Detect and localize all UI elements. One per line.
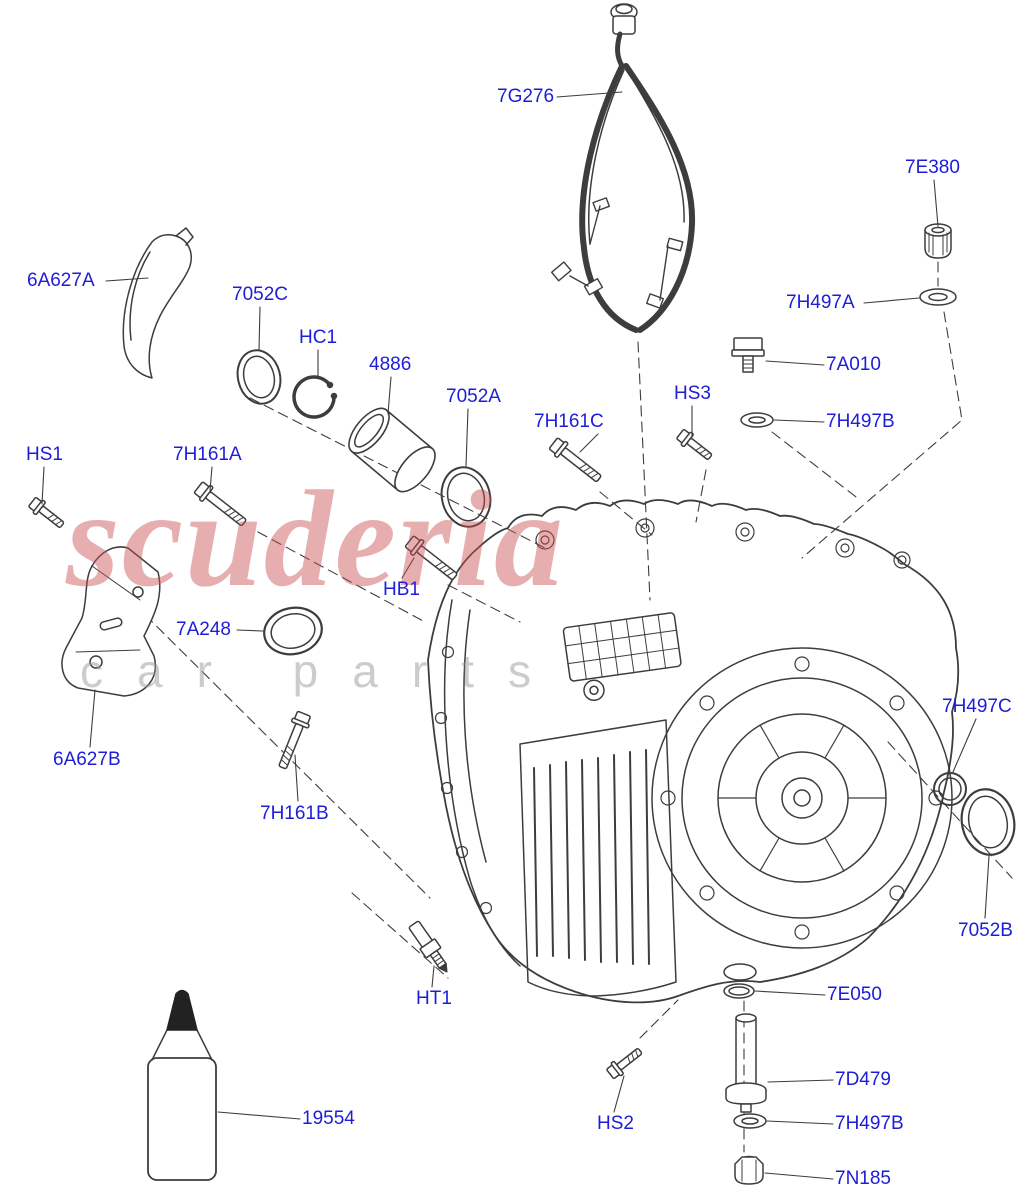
part-label-7n185[interactable]: 7N185 <box>835 1168 891 1189</box>
drawing-hb1 <box>403 533 462 585</box>
part-label-7h497a[interactable]: 7H497A <box>786 292 855 313</box>
part-label-4886[interactable]: 4886 <box>369 354 412 375</box>
drawing-7h161a <box>192 479 251 531</box>
drawing-7h497b-top <box>740 412 774 428</box>
drawing-7e380 <box>924 223 952 259</box>
part-label-7052c[interactable]: 7052C <box>232 284 288 305</box>
part-label-hc1[interactable]: HC1 <box>299 327 338 348</box>
part-label-7d479[interactable]: 7D479 <box>835 1069 891 1090</box>
drawing-hs1 <box>26 494 68 533</box>
drawing-7052a <box>440 466 492 528</box>
part-label-6a627a[interactable]: 6A627A <box>27 270 95 291</box>
part-label-7h497c[interactable]: 7H497C <box>942 696 1012 717</box>
drawing-6a627a <box>122 227 194 379</box>
part-label-7h497b-bottom[interactable]: 7H497B <box>835 1113 904 1134</box>
part-label-hs2[interactable]: HS2 <box>597 1113 634 1134</box>
drawing-7h497c <box>933 772 967 806</box>
part-label-7h161a[interactable]: 7H161A <box>173 444 242 465</box>
part-label-7e380[interactable]: 7E380 <box>905 157 960 178</box>
drawing-19554 <box>147 989 217 1181</box>
drawing-6a627b <box>61 546 161 697</box>
part-label-7g276[interactable]: 7G276 <box>497 86 555 107</box>
part-label-7a248[interactable]: 7A248 <box>176 619 231 640</box>
part-label-7052b[interactable]: 7052B <box>958 920 1013 941</box>
part-label-hs3[interactable]: HS3 <box>674 383 711 404</box>
drawing-7052c <box>236 349 282 405</box>
drawing-4886 <box>348 407 436 493</box>
drawing-7h497b-bottom <box>733 1113 767 1129</box>
drawing-7g276 <box>550 3 696 333</box>
drawing-7h497a <box>919 288 957 306</box>
drawing-7h161c <box>547 435 606 487</box>
drawing-7052b <box>960 788 1016 856</box>
part-label-7h497b-top[interactable]: 7H497B <box>826 411 895 432</box>
drawing-hc1 <box>292 375 338 419</box>
part-label-7h161c[interactable]: 7H161C <box>534 411 604 432</box>
drawing-7a010 <box>731 337 765 373</box>
drawing-hs3 <box>674 426 716 465</box>
drawing-7n185 <box>734 1155 764 1185</box>
part-label-ht1[interactable]: HT1 <box>416 988 452 1009</box>
transmission-case-drawing <box>427 499 960 1004</box>
drawing-7d479 <box>725 1013 767 1113</box>
part-label-7a010[interactable]: 7A010 <box>826 354 881 375</box>
part-label-7h161b[interactable]: 7H161B <box>260 803 329 824</box>
part-label-7052a[interactable]: 7052A <box>446 386 501 407</box>
part-label-19554[interactable]: 19554 <box>302 1108 355 1129</box>
part-label-7e050[interactable]: 7E050 <box>827 984 882 1005</box>
drawing-hs2 <box>604 1043 646 1082</box>
leader-lines <box>41 91 990 1180</box>
part-label-6a627b[interactable]: 6A627B <box>53 749 121 770</box>
drawing-ht1 <box>408 920 448 973</box>
drawing-7a248 <box>263 606 323 656</box>
part-label-hb1[interactable]: HB1 <box>383 579 420 600</box>
drawing-7e050 <box>723 983 755 999</box>
part-label-hs1[interactable]: HS1 <box>26 444 63 465</box>
